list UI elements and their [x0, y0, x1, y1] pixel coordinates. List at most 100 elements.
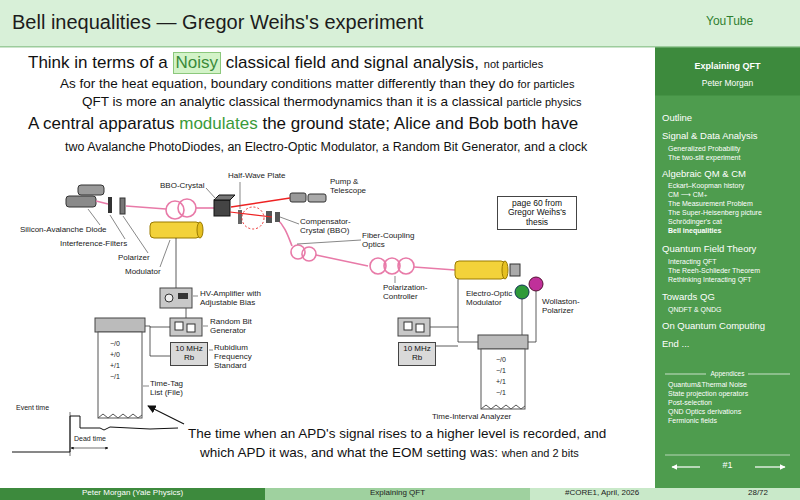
list-entry: −/1	[496, 389, 506, 397]
footer-text: Peter Morgan (Yale Physics)	[0, 489, 265, 498]
part-label: Time-Tag List (File)	[150, 380, 192, 398]
text-line: which APD it was, and what the EOM setti…	[200, 445, 582, 461]
side-nav-item: Rethinking Interacting QFT	[668, 276, 752, 284]
left-electronics	[186, 308, 187, 318]
sidebar	[655, 48, 800, 96]
part-label: BBO-Crystal	[160, 182, 204, 191]
side-nav-item: Generalized Probability	[668, 145, 740, 153]
part-label: HV-Amplifier with Adjustable Bias	[200, 290, 280, 308]
right-station	[515, 285, 529, 299]
left-electronics	[187, 324, 195, 332]
list-entry: +/1	[496, 378, 506, 386]
box-text: 10 MHz Rb	[174, 345, 204, 363]
left-electronics	[148, 406, 184, 424]
fiber	[178, 199, 196, 217]
side-nav-item: Bell inequalities	[668, 227, 721, 235]
source-crystal	[308, 194, 326, 202]
body-text: As for the heat equation, boundary condi…	[60, 76, 514, 92]
source-crystal	[275, 212, 280, 222]
source-crystal	[214, 195, 235, 200]
fiber	[414, 267, 455, 270]
source-crystal	[214, 200, 230, 216]
source-crystal	[206, 188, 216, 199]
sidebar-title: Explaining QFT	[655, 62, 800, 72]
part-label: Interference-Filters	[60, 240, 127, 249]
fiber	[302, 247, 316, 261]
left-electronics	[209, 350, 213, 351]
sidebar	[665, 455, 790, 456]
left-electronics	[176, 238, 177, 288]
signal-trace	[12, 412, 178, 456]
list-entry: +/0	[110, 351, 120, 359]
left-electronics	[95, 318, 145, 332]
source-crystal	[242, 207, 264, 229]
source-crystal	[230, 212, 272, 217]
right-station	[529, 277, 543, 291]
left-electronics	[95, 238, 213, 424]
sidebar	[665, 374, 706, 375]
left-detectors	[110, 215, 125, 239]
left-electronics	[143, 386, 149, 387]
note-box: page 60 from Gregor Weihs's thesis	[497, 196, 577, 230]
fiber	[196, 207, 214, 209]
box-text: 10 MHz Rb	[402, 345, 432, 363]
part-label: Polarizer	[118, 254, 150, 263]
part-label: Wollaston-Polarizer	[542, 298, 592, 316]
text-line: two Avalanche PhotoDiodes, an Electro-Op…	[65, 140, 591, 154]
list-entry: −/1	[496, 367, 506, 375]
side-nav-item: The two-slit experiment	[668, 154, 740, 162]
modulator	[150, 222, 200, 238]
part-label: Fiber-Coupling Optics	[362, 232, 418, 250]
text-line: A central apparatusmodulatesthe ground s…	[28, 114, 583, 134]
right-station	[404, 322, 412, 330]
footer-bar	[265, 488, 530, 500]
left-electronics	[193, 296, 198, 297]
source-crystal	[280, 217, 299, 224]
text-line: As for the heat equation, boundary condi…	[60, 76, 578, 92]
part-label: Modulator	[125, 268, 161, 277]
sidebar	[655, 48, 800, 489]
box-text: page 60 from Gregor Weihs's thesis	[501, 199, 573, 227]
left-electronics	[98, 332, 142, 418]
part-label: Polarization-Controller	[383, 284, 439, 302]
body-text: the ground state; Alice and Bob both hav…	[262, 114, 578, 134]
left-detectors	[160, 240, 170, 267]
left-electronics	[145, 326, 170, 356]
right-station	[478, 335, 528, 349]
part-label: Silicon-Avalanche Diode	[20, 226, 107, 235]
signal-trace	[71, 448, 108, 449]
part-label: Pump & Telescope	[330, 178, 372, 196]
right-station	[416, 324, 424, 332]
left-electronics	[178, 293, 188, 299]
body-text: modulates	[179, 114, 257, 134]
side-nav-item: Schrödinger's cat	[668, 218, 722, 226]
right-station	[502, 261, 508, 279]
list-entry: −/0	[110, 340, 120, 348]
side-nav-item: End ...	[662, 339, 689, 349]
side-nav-item: Quantum&Thermal Noise	[668, 381, 747, 389]
body-text: two Avalanche PhotoDiodes, an Electro-Op…	[65, 140, 587, 154]
part-label: Half-Wave Plate	[228, 172, 286, 181]
side-nav-item: State projection operators	[668, 390, 748, 398]
body-text: QFT is more an analytic classical thermo…	[82, 94, 503, 110]
side-nav-item: Outline	[662, 113, 692, 123]
body-text: Think in terms of a	[28, 53, 168, 73]
sidebar	[755, 466, 785, 467]
modulator	[150, 222, 203, 238]
right-station	[522, 299, 523, 335]
right-station	[455, 261, 505, 279]
list-entry: +/1	[110, 362, 120, 370]
footer-text: 28/72	[748, 489, 768, 498]
left-detectors	[120, 198, 125, 214]
sidebar-author: Peter Morgan	[655, 79, 800, 88]
part-label: Rubidium Frequency Standard	[214, 344, 272, 370]
footer-bar	[0, 488, 265, 500]
side-nav-item: The Measurement Problem	[668, 200, 753, 208]
body-text: A central apparatus	[28, 114, 174, 134]
body-text: when and 2 bits	[502, 447, 579, 460]
instrument-box: 10 MHz Rb	[170, 342, 208, 366]
list-entry: −/0	[496, 356, 506, 364]
left-detectors	[108, 197, 112, 213]
footer-bar	[0, 488, 800, 500]
